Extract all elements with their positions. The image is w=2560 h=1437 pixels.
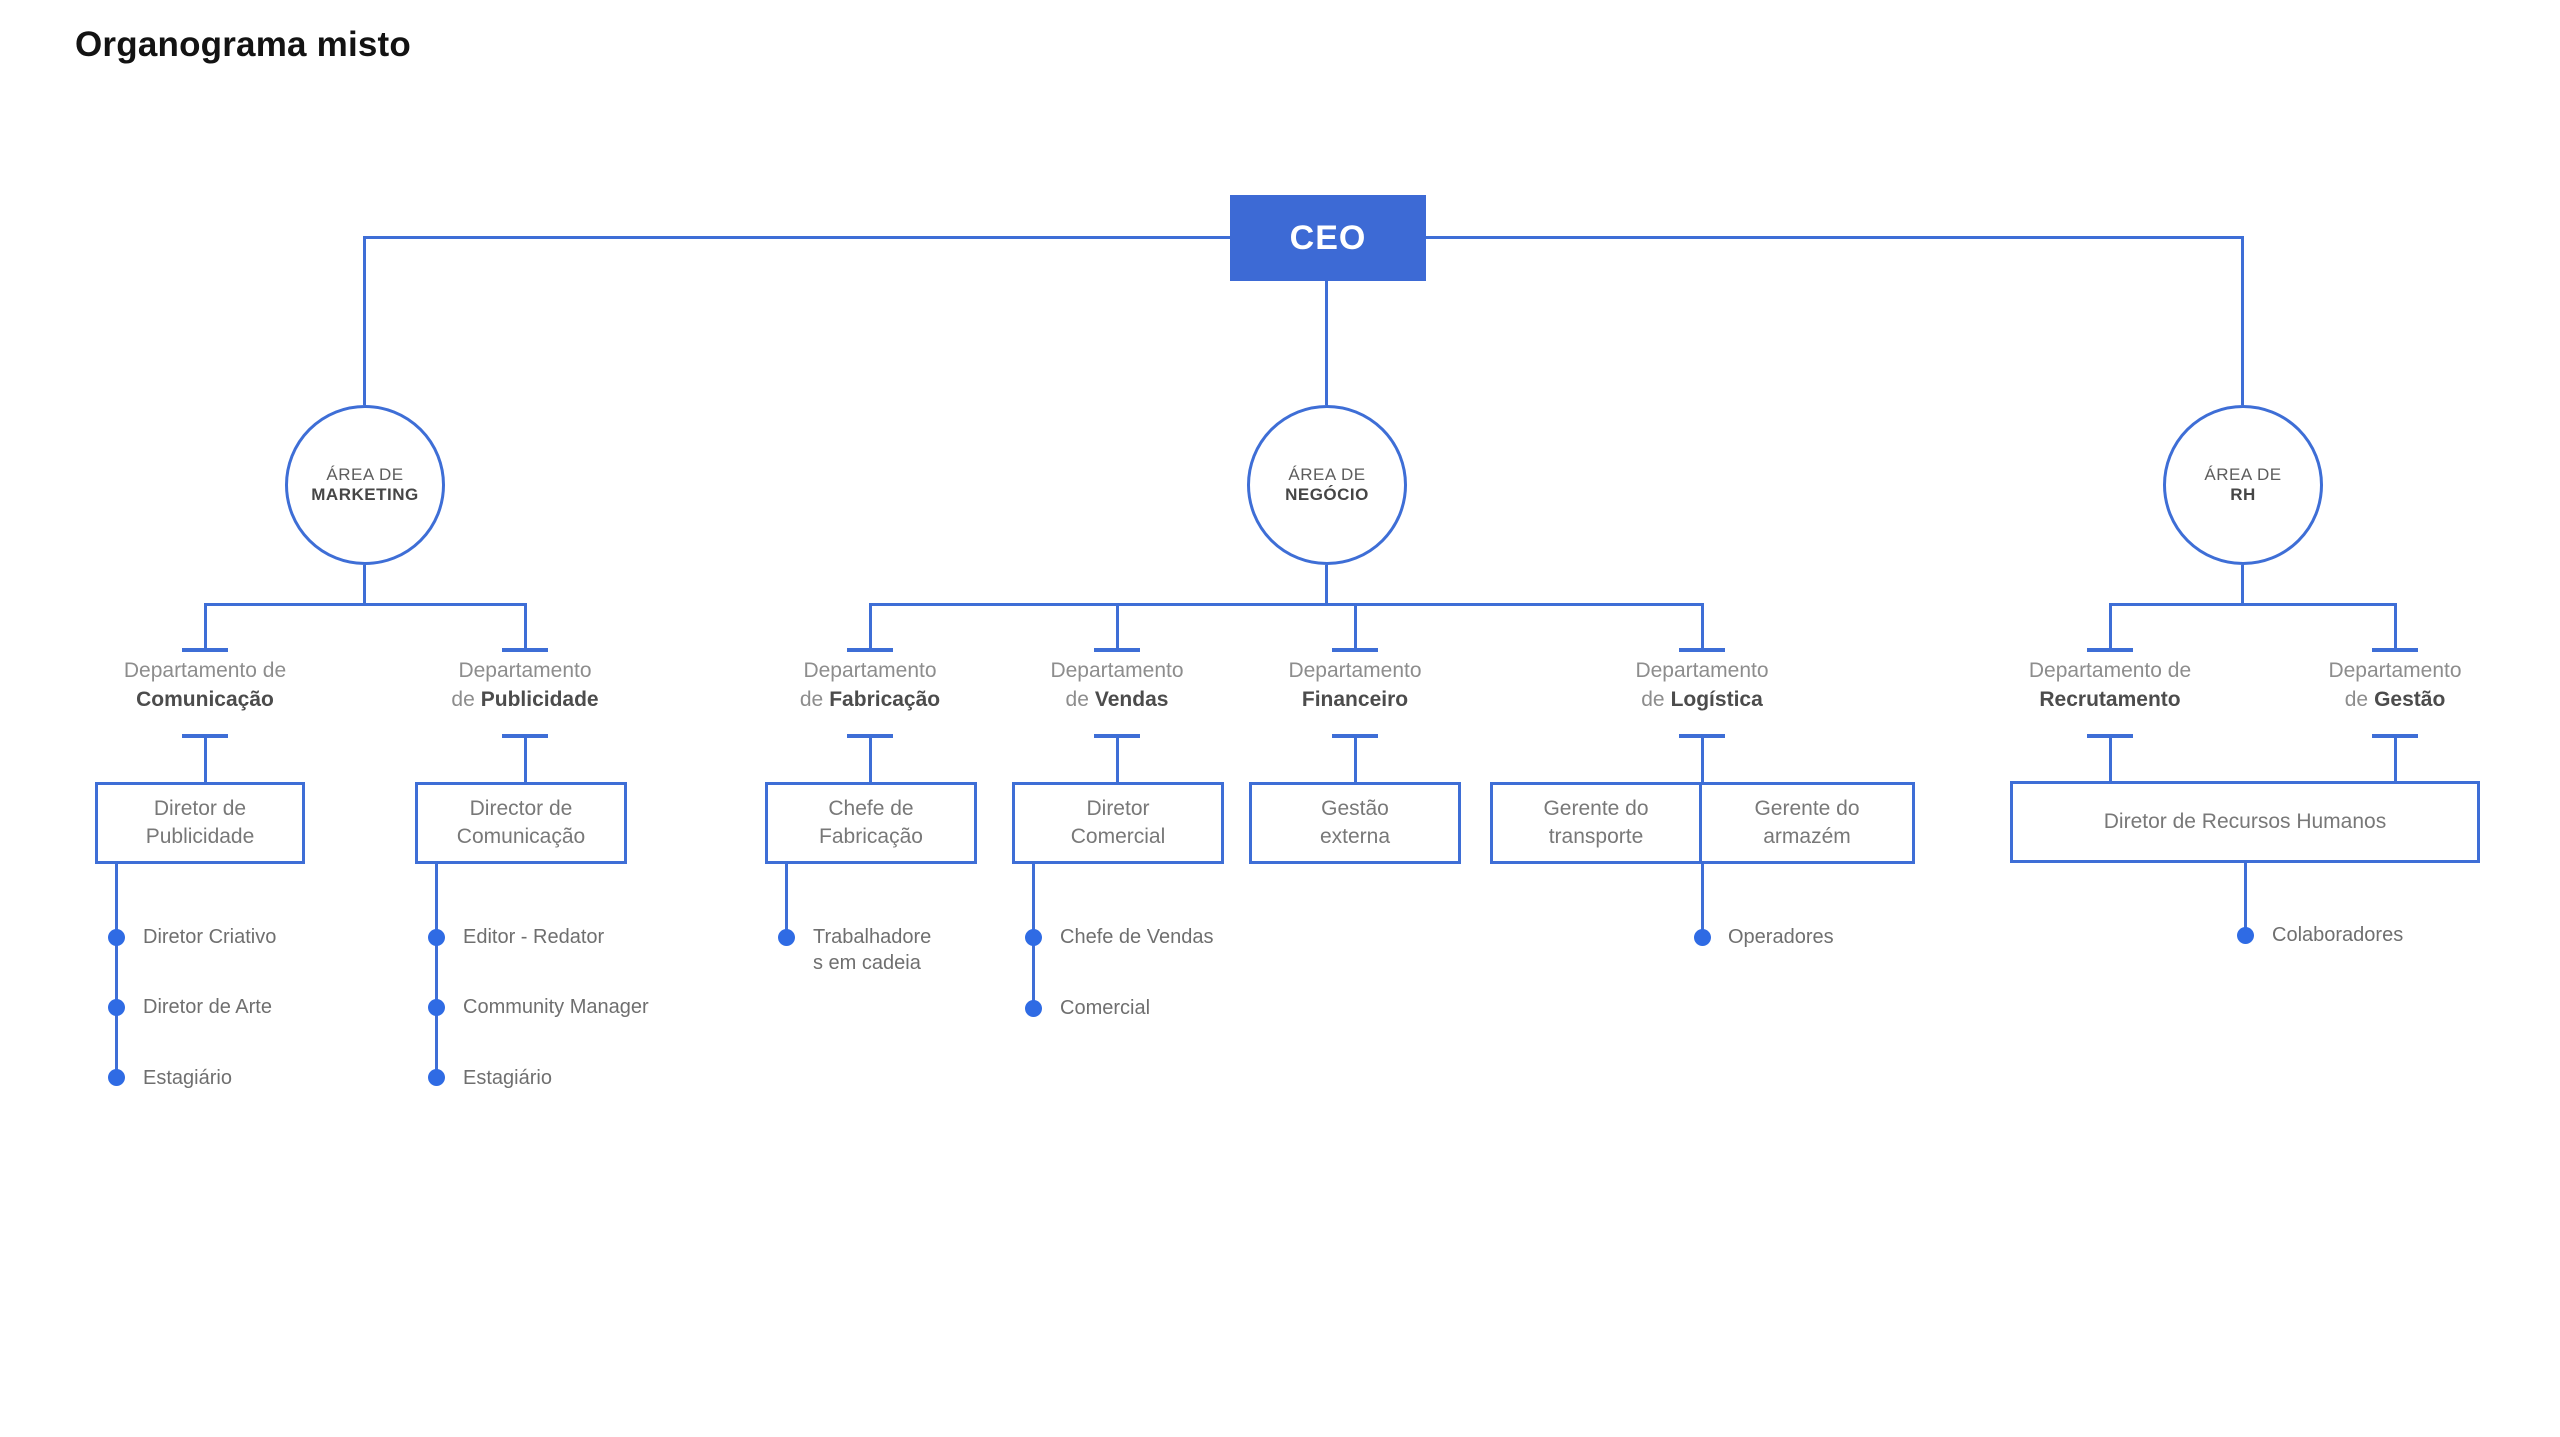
bullet-dot (1025, 1000, 1042, 1017)
list-item-estagiario: Estagiário (143, 1067, 232, 1089)
box-gerente-do-transporte: Gerente do transporte (1490, 782, 1702, 864)
list-item-comercial: Comercial (1060, 997, 1151, 1019)
connector-line (1354, 734, 1357, 782)
connector-line (2109, 734, 2112, 782)
connector-cap (2372, 648, 2418, 652)
list-item-operadores: Operadores (1728, 926, 1834, 948)
connector-line (1354, 603, 1357, 650)
bullet-dot (778, 929, 795, 946)
connector-line (2241, 565, 2244, 606)
box-gerente-do-armazem: Gerente do armazém (1699, 782, 1915, 864)
ceo-node: CEO (1230, 195, 1426, 281)
bullet-dot (2237, 927, 2254, 944)
connector-line (524, 603, 527, 650)
area-label-line1: ÁREA DE (1288, 465, 1366, 484)
list-item-diretor-de-arte: Diretor de Arte (143, 996, 272, 1018)
connector-line (1116, 734, 1119, 782)
box-diretor-comercial: Diretor Comercial (1012, 782, 1224, 864)
connector-line (1701, 864, 1704, 937)
connector-line (2394, 734, 2397, 782)
connector-line (1701, 603, 1704, 650)
box-chefe-de-fabricacao: Chefe de Fabricação (765, 782, 977, 864)
connector-cap (182, 648, 228, 652)
area-label-line2: MARKETING (311, 485, 419, 504)
department-label-financeiro: Departamento Financeiro (1288, 659, 1422, 711)
connector-line (115, 864, 118, 1078)
list-item-estagiario: Estagiário (463, 1067, 552, 1089)
area-circle-rh: ÁREA DE RH (2163, 405, 2323, 565)
connector-line (869, 603, 1703, 606)
box-diretor-de-recursos-humanos: Diretor de Recursos Humanos (2010, 781, 2480, 863)
page-title: Organograma misto (75, 25, 411, 64)
connector-line (785, 864, 788, 937)
connector-line (1701, 734, 1704, 782)
list-item-community-manager: Community Manager (463, 996, 649, 1018)
bullet-dot (1025, 929, 1042, 946)
area-circle-negocio: ÁREA DE NEGÓCIO (1247, 405, 1407, 565)
connector-line (363, 565, 366, 606)
bullet-dot (108, 999, 125, 1016)
connector-line (2241, 236, 2244, 405)
bullet-dot (1694, 929, 1711, 946)
connector-line (524, 734, 527, 782)
bullet-dot (428, 929, 445, 946)
connector-line (204, 734, 207, 782)
bullet-dot (108, 1069, 125, 1086)
connector-cap (1679, 648, 1725, 652)
connector-line (2394, 603, 2397, 650)
connector-line (435, 864, 438, 1078)
area-label-line2: RH (2230, 485, 2256, 504)
list-item-chefe-de-vendas: Chefe de Vendas (1060, 926, 1214, 948)
connector-cap (1332, 648, 1378, 652)
connector-line (1325, 565, 1328, 606)
box-gestao-externa: Gestão externa (1249, 782, 1461, 864)
connector-line (204, 603, 207, 650)
connector-cap (502, 648, 548, 652)
connector-cap (2087, 648, 2133, 652)
box-diretor-de-publicidade: Diretor de Publicidade (95, 782, 305, 864)
list-item-editor-redator: Editor - Redator (463, 926, 605, 948)
connector-line (869, 734, 872, 782)
connector-line (363, 236, 366, 405)
connector-line (1116, 603, 1119, 650)
department-label-comunicacao: Departamento de Comunicação (123, 659, 287, 711)
connector-line (363, 236, 1230, 239)
area-circle-marketing: ÁREA DE MARKETING (285, 405, 445, 565)
connector-line (1325, 281, 1328, 405)
bullet-dot (428, 1069, 445, 1086)
bullet-dot (108, 929, 125, 946)
bullet-dot (428, 999, 445, 1016)
area-label-line1: ÁREA DE (2204, 465, 2282, 484)
connector-line (2109, 603, 2397, 606)
area-label-line1: ÁREA DE (326, 465, 404, 484)
connector-line (2244, 862, 2247, 936)
box-director-de-comunicacao: Director de Comunicação (415, 782, 627, 864)
connector-cap (847, 648, 893, 652)
list-item-diretor-criativo: Diretor Criativo (143, 926, 277, 948)
connector-line (1426, 236, 2243, 239)
department-label-recrutamento: Departamento de Recrutamento (2028, 659, 2192, 711)
connector-line (204, 603, 527, 606)
list-item-trabalhadores-em-cadeia: Trabalhadore s em cadeia (813, 926, 932, 974)
area-label-line2: NEGÓCIO (1285, 485, 1369, 504)
connector-line (869, 603, 872, 650)
list-item-colaboradores: Colaboradores (2272, 924, 2404, 946)
connector-cap (1094, 648, 1140, 652)
connector-line (2109, 603, 2112, 650)
